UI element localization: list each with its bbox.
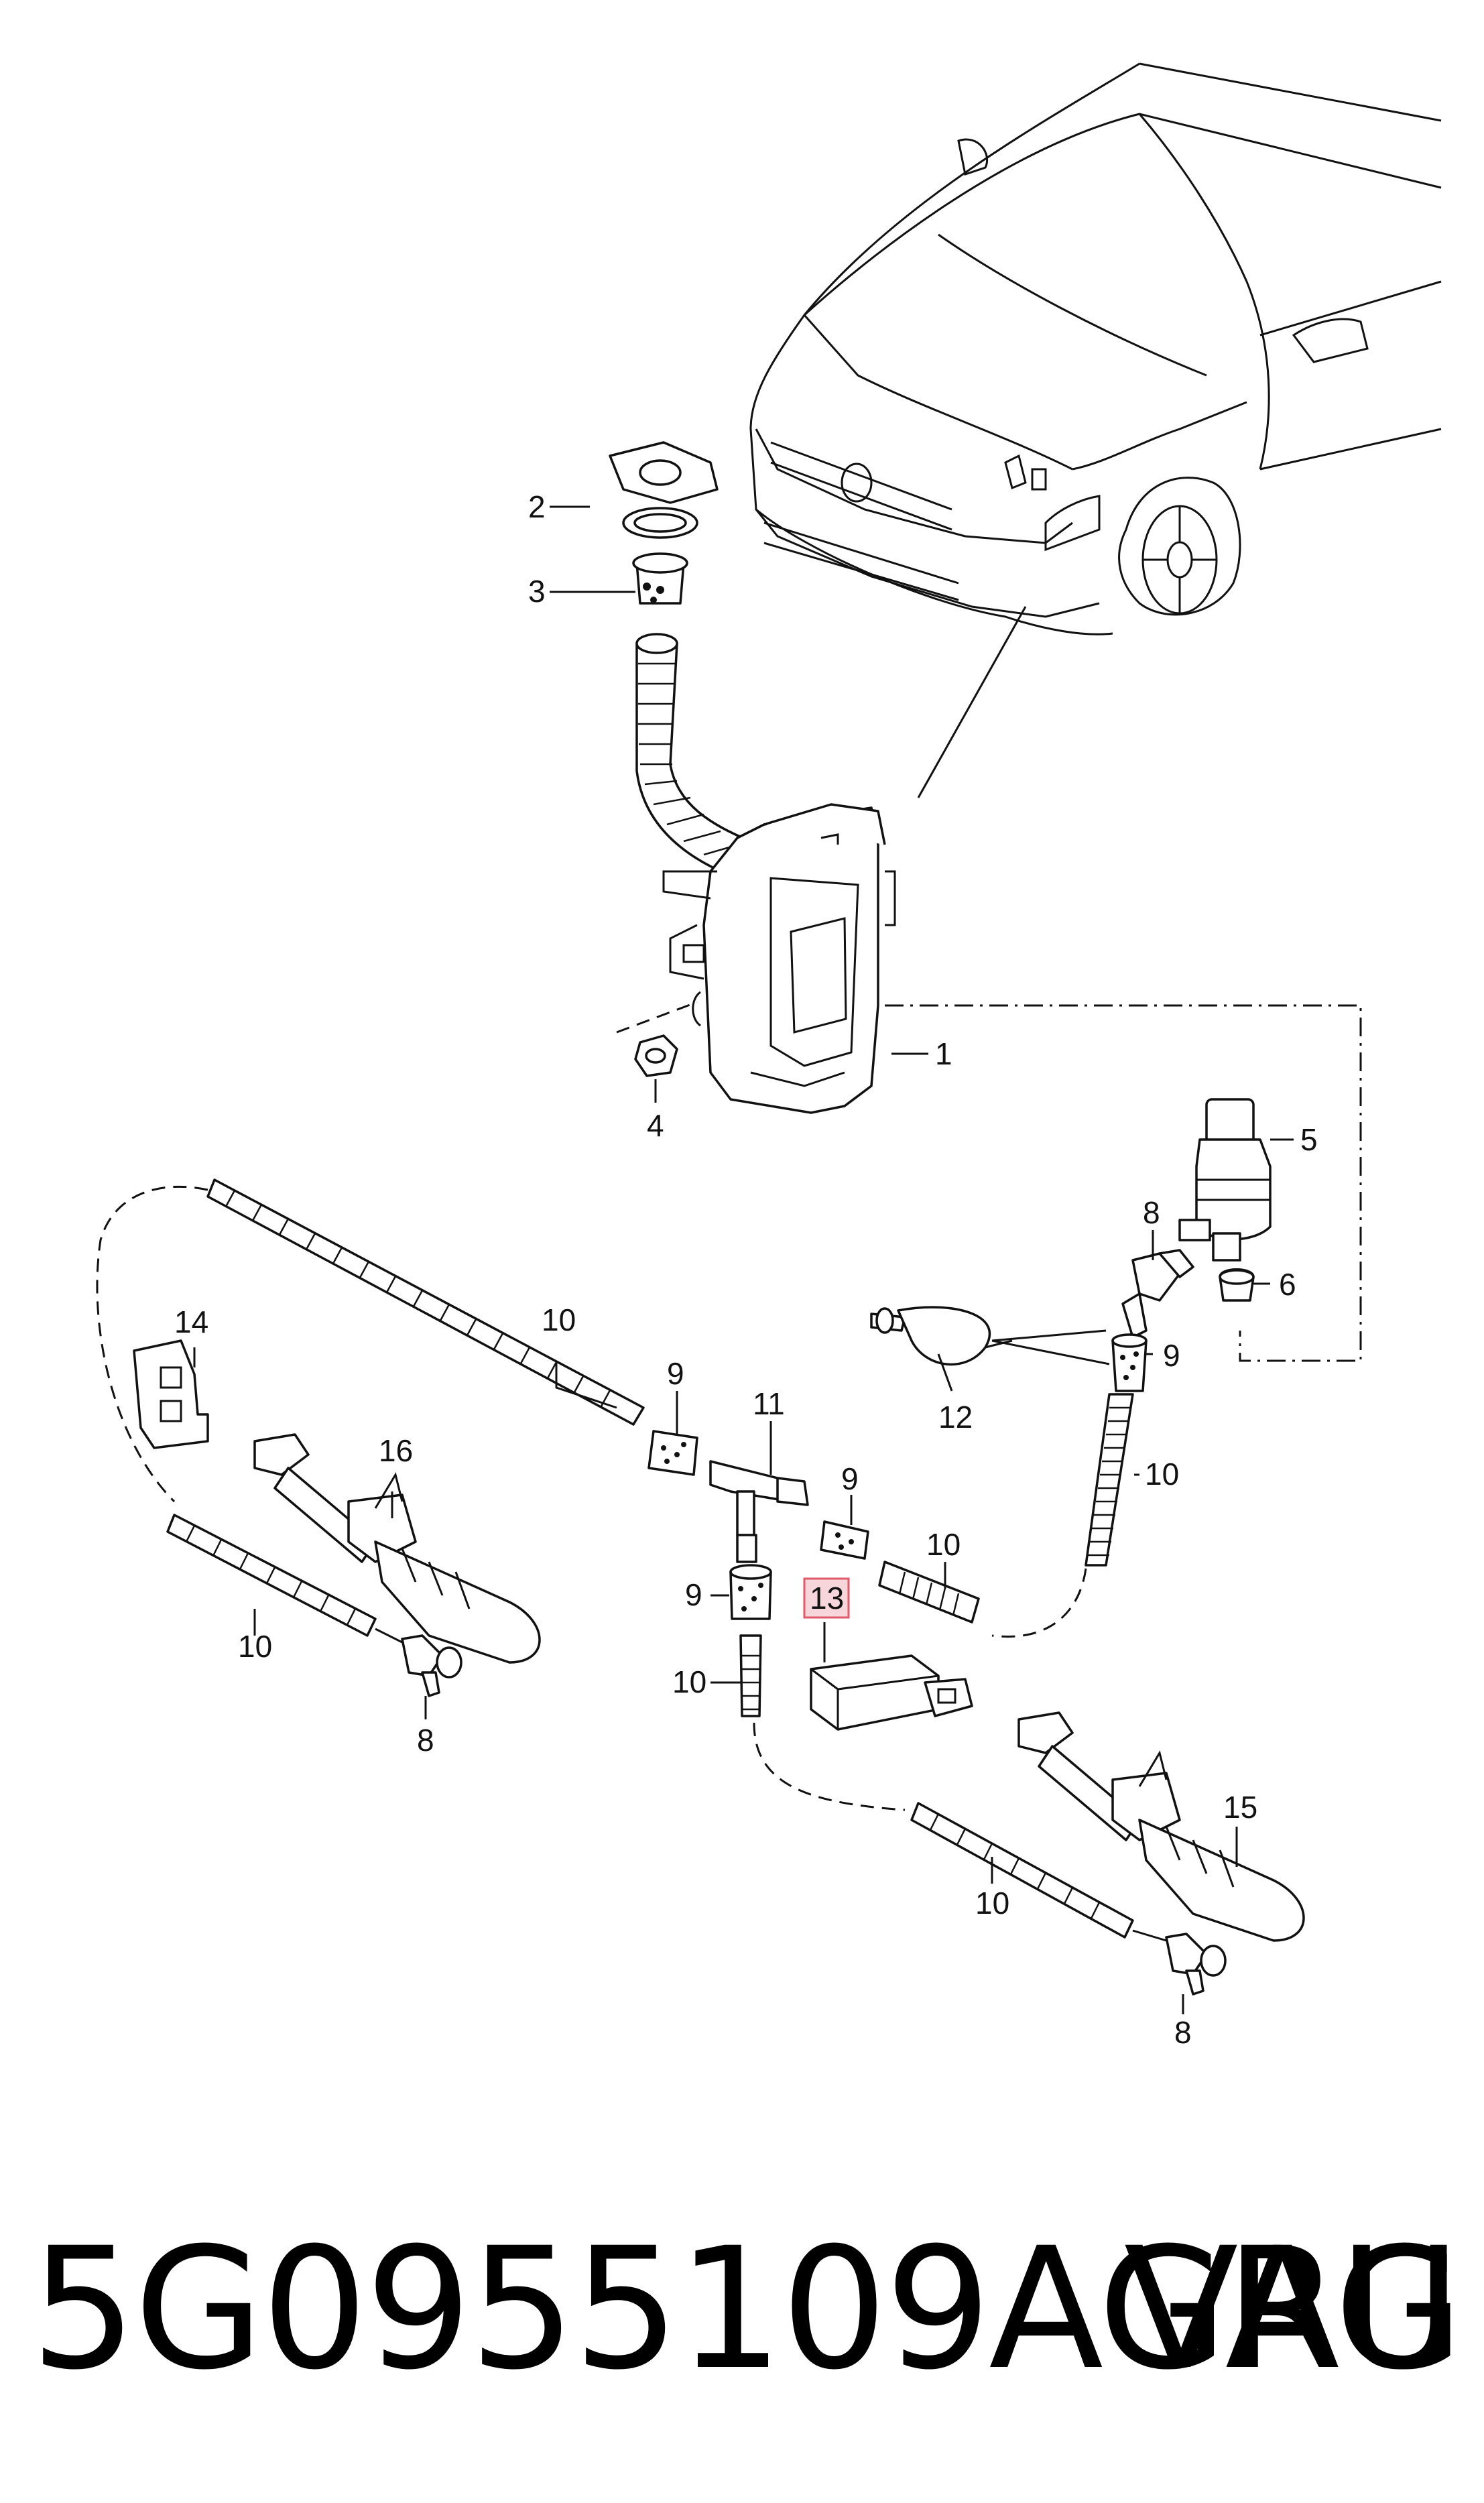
mounting-bracket: [133, 1339, 209, 1449]
nut: [616, 1001, 698, 1077]
control-unit: [810, 1654, 973, 1731]
callout-9-left: 9: [667, 1356, 684, 1391]
hose-sleeve-right: [820, 1520, 869, 1560]
callout-12: 12: [938, 1400, 973, 1434]
hose-right-vertical: [1085, 1393, 1134, 1567]
hose-path-right: [991, 1568, 1087, 1638]
washer-reservoir: [662, 803, 896, 1114]
filler-adapter: [632, 552, 688, 605]
callout-9-upper: 9: [1163, 1338, 1180, 1373]
car-illustration: [749, 62, 1442, 798]
hose-middle-right: [878, 1561, 980, 1624]
callout-5: 5: [1300, 1122, 1318, 1157]
callout-4: 4: [647, 1108, 664, 1143]
callout-8-pump: 8: [1143, 1195, 1160, 1230]
callout-10-lower-center: 10: [672, 1664, 706, 1699]
callout-labels: 1 2 3 4 5 6 8 8 8 9 9 9 9 10 10 10 10 10…: [174, 489, 1318, 2050]
parts-diagram: 1 2 3 4 5 6 8 8 8 9 9 9 9 10 10 10 10 10…: [96, 62, 1442, 2050]
leader-lines: [193, 505, 1294, 2014]
t-connector: [709, 1460, 809, 1563]
callout-9-lower: 9: [685, 1577, 702, 1612]
callout-10-right-vertical: 10: [1145, 1457, 1179, 1491]
assembly-link-line: [885, 1004, 1362, 1362]
callout-10-lower-right: 10: [975, 1886, 1009, 1920]
hose-lower-left: [166, 1514, 377, 1637]
callout-8-left: 8: [417, 1723, 434, 1758]
part-number: 5G0955109AGRU: [30, 2211, 1461, 2406]
washer-pump: [1178, 1098, 1272, 1262]
brand-label: VAG: [1123, 2211, 1464, 2406]
headlamp-washer-nozzle-right: [1017, 1711, 1305, 1942]
callout-16: 16: [379, 1433, 413, 1468]
cable-tie: [870, 1306, 1013, 1366]
callout-13-highlight-box: [803, 1577, 850, 1619]
pump-connector: [1121, 1249, 1194, 1339]
nozzle-connector-right: [1132, 1929, 1227, 1996]
callout-11: 11: [753, 1386, 785, 1421]
callout-14: 14: [174, 1304, 208, 1339]
callout-6: 6: [1279, 1267, 1296, 1302]
callout-2: 2: [528, 489, 546, 524]
hose-upper-long: [206, 1178, 645, 1426]
callout-10-lower-left: 10: [238, 1629, 272, 1664]
hose-path-bottom: [753, 1722, 906, 1811]
callout-9-right: 9: [841, 1461, 859, 1496]
nozzle-connector-left: [375, 1628, 462, 1697]
hose-sleeve-upper: [1111, 1333, 1148, 1392]
callout-13: 13: [810, 1581, 844, 1615]
hose-sleeve-left: [647, 1430, 698, 1476]
callout-10-middle: 10: [926, 1527, 961, 1562]
headlamp-washer-nozzle-left: [253, 1433, 541, 1664]
hose-lower-short: [739, 1634, 762, 1717]
hose-sleeve-lower: [729, 1564, 772, 1620]
callout-3: 3: [528, 574, 546, 609]
pump-grommet: [1219, 1268, 1255, 1302]
filler-cap: [609, 441, 719, 539]
filler-hose: [635, 633, 752, 879]
callout-8-right: 8: [1174, 2015, 1192, 2050]
hose-lower-right: [910, 1802, 1134, 1939]
callout-10-upper: 10: [542, 1302, 576, 1337]
hose-path-left: [96, 1185, 208, 1503]
callout-15: 15: [1223, 1790, 1257, 1825]
callout-1: 1: [935, 1036, 952, 1071]
